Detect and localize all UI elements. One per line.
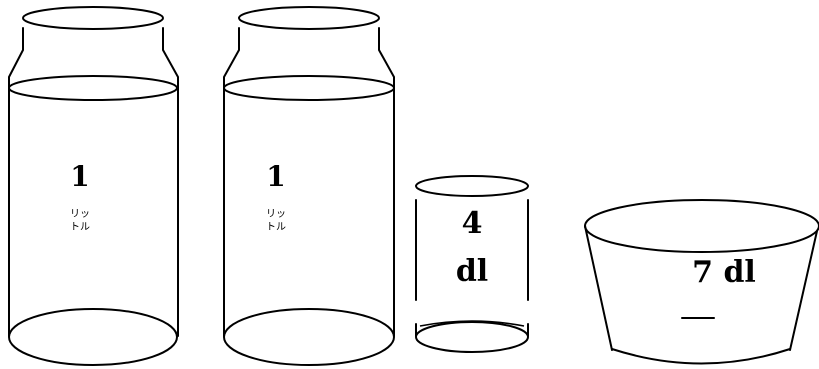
bottle-2-unit-top: リッ — [266, 209, 286, 220]
bottle-1-unit-bottom: トル — [70, 222, 90, 233]
bowl-label: 7 dl — [692, 255, 756, 290]
bottle-2-unit-bottom: トル — [266, 222, 286, 233]
cup-unit: dl — [456, 254, 488, 289]
cup-value: 4 — [462, 206, 483, 241]
deciliter-cup: 4 dl — [415, 175, 529, 353]
bottle-1-value: 1 — [70, 160, 89, 193]
liter-bottle-2: 1 リッ トル — [223, 6, 395, 366]
liter-bottle-1: 1 リッ トル — [8, 6, 179, 366]
bottle-1-unit-top: リッ — [70, 209, 90, 220]
deciliter-bowl: 7 dl — [584, 199, 819, 365]
bottle-2-value: 1 — [266, 160, 285, 193]
